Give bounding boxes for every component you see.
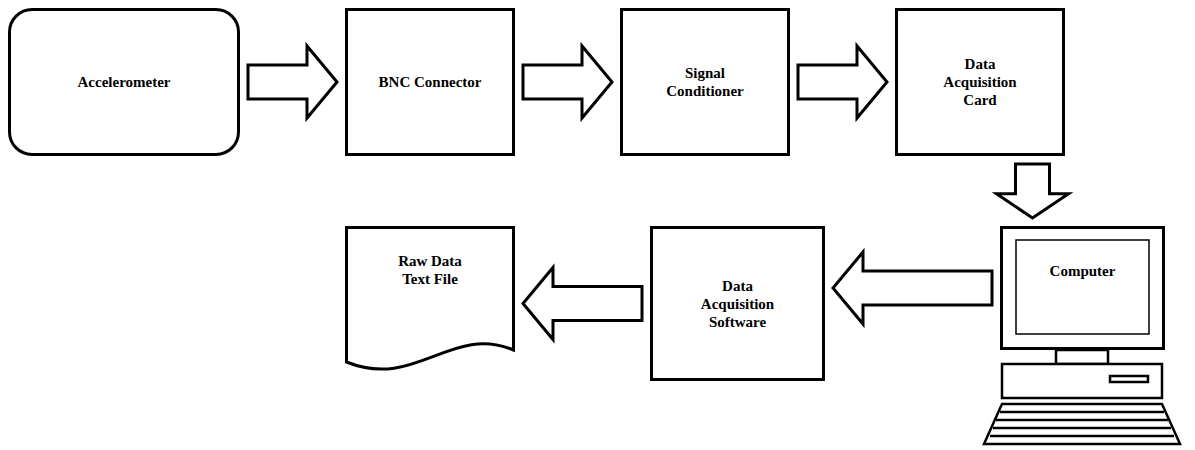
process-box: BNC Connector (345, 8, 515, 156)
block-arrow (833, 252, 992, 324)
computer-monitor: Computer (1000, 226, 1165, 350)
disk-slot (1110, 376, 1148, 382)
node-label: Computer (1028, 262, 1138, 280)
monitor-outline (1000, 226, 1165, 350)
computer-case (1002, 364, 1162, 398)
block-arrow (997, 164, 1069, 218)
keyboard-keys (990, 412, 1174, 436)
process-box: Data Acquisition Card (895, 8, 1065, 156)
monitor-frame (1002, 228, 1164, 349)
monitor-stand (1056, 350, 1108, 364)
node-label: Raw Data Text File (385, 252, 475, 288)
process-box: Signal Conditioner (620, 8, 790, 156)
monitor-screen (1016, 240, 1149, 334)
document-border (347, 228, 514, 370)
node-label: Signal Conditioner (650, 64, 760, 100)
process-box: Accelerometer (8, 8, 240, 156)
process-box: Data Acquisition Software (650, 226, 825, 381)
keyboard (984, 404, 1180, 444)
block-arrow (248, 46, 337, 118)
node-label: Data Acquisition Card (933, 55, 1028, 109)
block-arrow (523, 46, 612, 118)
node-label: Data Acquisition Software (688, 277, 788, 331)
computer-base-drawing (984, 350, 1180, 444)
document-outline (345, 226, 515, 386)
node-label: BNC Connector (375, 73, 485, 91)
block-arrow (798, 46, 887, 118)
node-label: Accelerometer (24, 73, 224, 91)
document-shape: Raw Data Text File (345, 226, 515, 386)
block-arrow (523, 268, 642, 340)
